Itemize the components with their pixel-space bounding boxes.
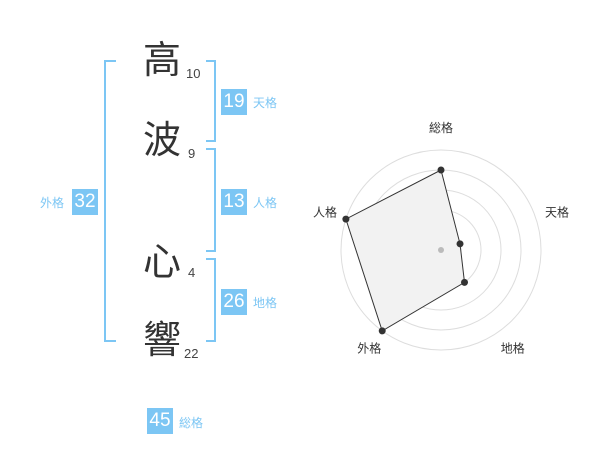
- name-char-1: 高: [142, 38, 181, 82]
- radar-center-dot: [438, 247, 444, 253]
- radar-point-5: [342, 215, 350, 223]
- radar-point-3: [461, 278, 469, 286]
- radar-axis-label-1: 総格: [429, 120, 453, 135]
- name-char-4: 響: [142, 318, 181, 362]
- tenkaku-label: 天格: [253, 96, 278, 110]
- radar-axis-label-3: 地格: [501, 341, 525, 356]
- radar-axis-label-5: 人格: [313, 204, 337, 219]
- stroke-count-1: 10: [186, 66, 201, 81]
- radar-axis-label-4: 外格: [357, 341, 381, 356]
- gaikaku-value: 32: [72, 189, 98, 215]
- soukaku-value: 45: [147, 408, 173, 434]
- jinkaku-label: 人格: [253, 196, 278, 210]
- stroke-count-2: 9: [188, 146, 196, 161]
- radar-point-4: [378, 327, 386, 335]
- soukaku-label: 総格: [179, 416, 204, 430]
- radar-point-2: [456, 240, 464, 248]
- name-char-3: 心: [142, 240, 181, 284]
- chikaku-value: 26: [221, 289, 247, 315]
- tenkaku-bracket: [206, 60, 216, 142]
- chikaku-bracket: [206, 258, 216, 342]
- stroke-count-3: 4: [188, 265, 196, 280]
- radar-data-shape: [345, 169, 466, 332]
- stroke-count-4: 22: [184, 346, 199, 361]
- jinkaku-bracket: [206, 148, 216, 252]
- radar-ring: [340, 149, 542, 351]
- gaikaku-bracket: [104, 60, 116, 342]
- tenkaku-value: 19: [221, 89, 247, 115]
- name-char-2: 波: [142, 118, 181, 162]
- chikaku-label: 地格: [253, 296, 278, 310]
- gaikaku-label: 外格: [40, 196, 65, 210]
- jinkaku-value: 13: [221, 189, 247, 215]
- radar-axis-label-2: 天格: [545, 204, 569, 219]
- radar-point-1: [437, 166, 445, 174]
